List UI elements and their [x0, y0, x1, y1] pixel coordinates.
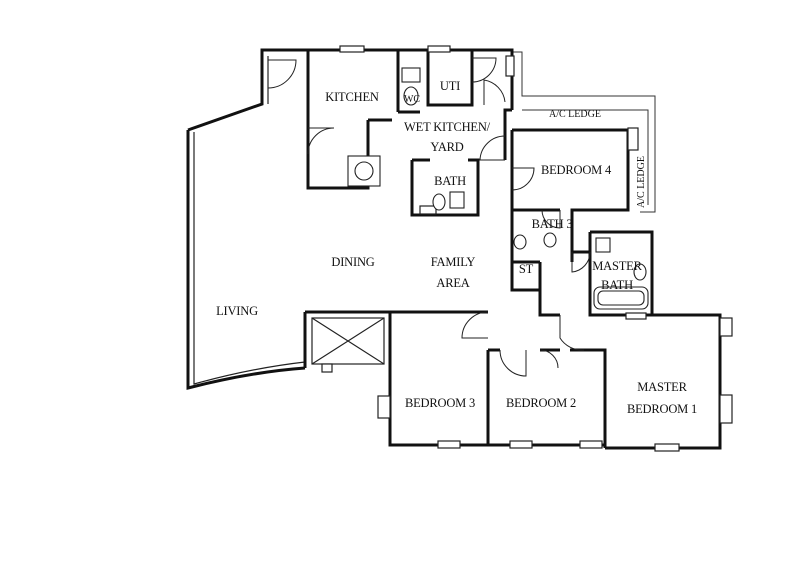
label-uti: UTI [440, 79, 460, 93]
room-labels: KITCHEN UTI WC WET KITCHEN/ YARD BATH BE… [216, 79, 697, 416]
label-bath3: BATH 3 [532, 217, 573, 231]
balcony-void [311, 317, 385, 365]
label-ac-ledge-top: A/C LEDGE [549, 109, 601, 120]
bath-walls [410, 158, 480, 217]
label-family-1: FAMILY [431, 255, 476, 269]
label-master-bedroom-2: BEDROOM 1 [627, 402, 697, 416]
label-kitchen: KITCHEN [325, 90, 379, 104]
outer-walls [186, 48, 722, 450]
toilet-icon-bath [432, 193, 446, 211]
doors [267, 57, 591, 377]
kitchen-walls [306, 50, 345, 190]
fixtures [347, 67, 649, 310]
label-master-bath-1: MASTER [592, 259, 642, 273]
label-bath: BATH [434, 174, 466, 188]
label-master-bedroom-1: MASTER [637, 380, 687, 394]
label-family-2: AREA [436, 276, 469, 290]
toilet-icon [401, 67, 421, 83]
label-wet-kitchen-2: YARD [430, 140, 463, 154]
label-master-bath-2: BATH [601, 278, 633, 292]
label-bedroom3: BEDROOM 3 [405, 396, 475, 410]
label-st: ST [519, 262, 534, 276]
label-ac-ledge-side: A/C LEDGE [636, 156, 647, 208]
label-wc: WC [404, 94, 420, 105]
label-wet-kitchen-1: WET KITCHEN/ [404, 120, 491, 134]
toilet-icon-bath3 [513, 234, 527, 250]
label-bedroom2: BEDROOM 2 [506, 396, 576, 410]
label-living: LIVING [216, 304, 258, 318]
label-bedroom4: BEDROOM 4 [541, 163, 612, 177]
label-dining: DINING [331, 255, 374, 269]
windows [321, 45, 733, 452]
living-facade [186, 130, 306, 390]
